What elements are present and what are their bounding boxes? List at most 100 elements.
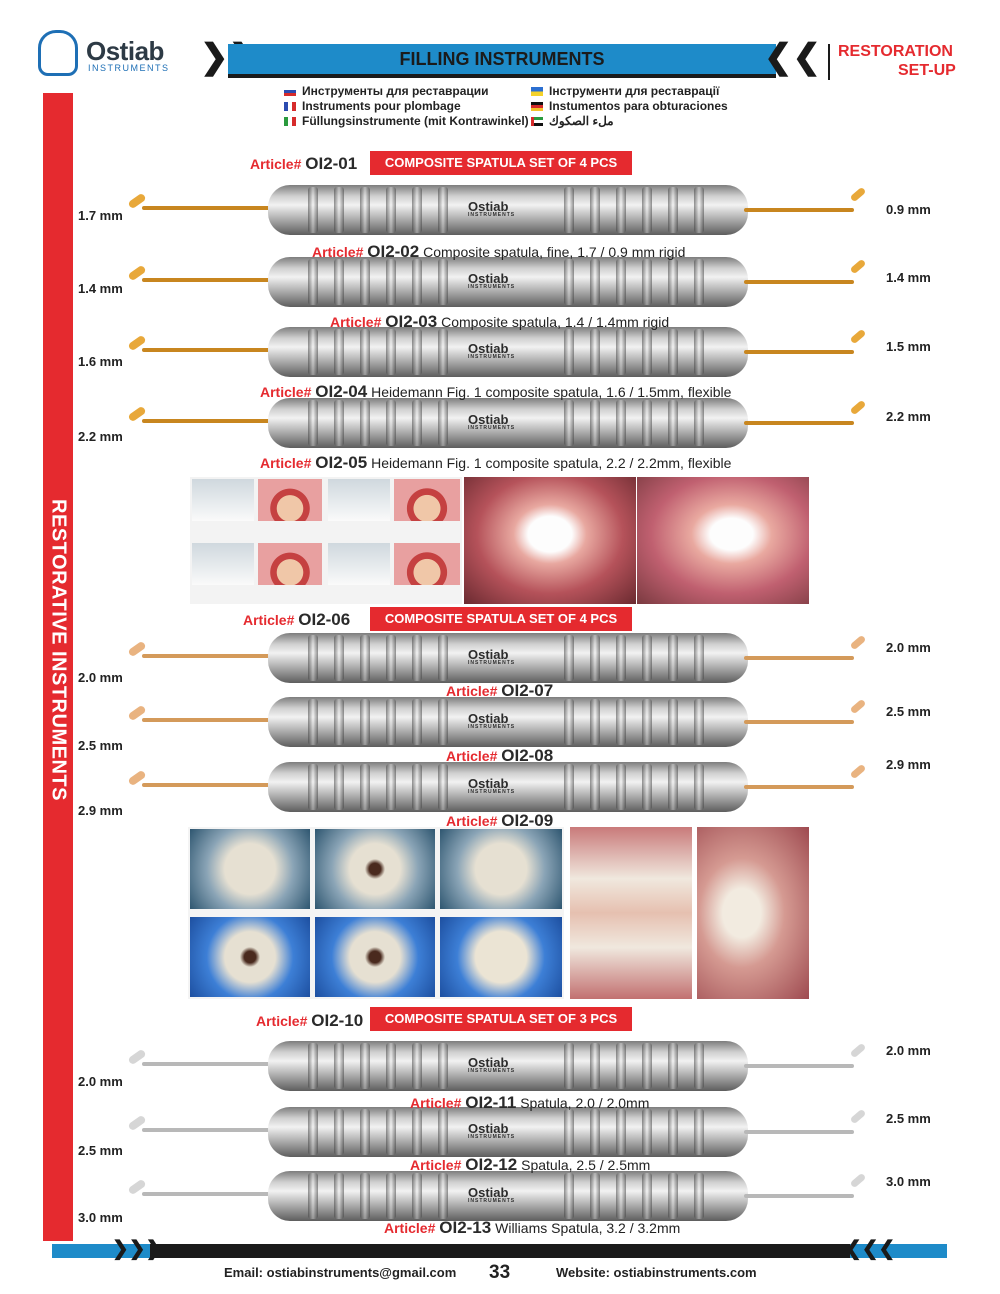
article-label: Article# xyxy=(410,1157,462,1173)
right-tip-size: 2.9 mm xyxy=(886,757,931,772)
article-desc: Composite spatula, fine, 1.7 / 0.9 mm ri… xyxy=(423,244,686,260)
tooth-section-image xyxy=(258,543,322,585)
handle-grip-ring xyxy=(668,187,678,233)
instrument-right-shaft xyxy=(744,1194,854,1198)
article-desc: Heidemann Fig. 1 composite spatula, 2.2 … xyxy=(371,455,732,471)
handle-grip-ring xyxy=(590,1043,600,1089)
left-tip-size: 2.2 mm xyxy=(78,429,123,444)
article-line: Article# OI2-03 Composite spatula, 1.4 /… xyxy=(330,312,669,332)
handle-grip-ring xyxy=(360,699,370,745)
handle-grip-ring xyxy=(438,764,448,810)
handle-grip-ring xyxy=(386,1173,396,1219)
handle-grip-ring xyxy=(308,1109,318,1155)
article-number: OI2-05 xyxy=(315,453,368,472)
right-tip-size: 3.0 mm xyxy=(886,1174,931,1189)
handle-grip-ring xyxy=(642,1173,652,1219)
page-title: FILLING INSTRUMENTS xyxy=(399,49,605,69)
handle-grip-ring xyxy=(360,1043,370,1089)
tooth-photo xyxy=(190,917,310,997)
handle-grip-ring xyxy=(438,400,448,446)
handle-grip-ring xyxy=(668,699,678,745)
left-tip-size: 1.4 mm xyxy=(78,281,123,296)
instrument-right-shaft xyxy=(744,1064,854,1068)
tooth-photo xyxy=(440,829,562,909)
handle-grip-ring xyxy=(412,329,422,375)
article-number: OI2-04 xyxy=(315,382,368,401)
handle-brand-subtitle: INSTRUMENTS xyxy=(468,1134,516,1140)
instrument-left-shaft xyxy=(142,1062,272,1066)
article-desc: Heidemann Fig. 1 composite spatula, 1.6 … xyxy=(371,384,732,400)
instrument-right-tip xyxy=(849,258,867,275)
handle-grip-ring xyxy=(334,329,344,375)
handle-grip-ring xyxy=(590,699,600,745)
left-tip-size: 2.5 mm xyxy=(78,738,123,753)
footer-email[interactable]: Email: ostiabinstruments@gmail.com xyxy=(224,1265,457,1280)
handle-brand-text: Ostiab xyxy=(468,341,509,356)
handle-grip-ring xyxy=(386,329,396,375)
handle-grip-ring xyxy=(668,1109,678,1155)
handle-grip-ring xyxy=(642,329,652,375)
handle-grip-ring xyxy=(642,400,652,446)
handle-grip-ring xyxy=(616,764,626,810)
article-label: Article# xyxy=(256,1013,308,1029)
left-tip-size: 2.5 mm xyxy=(78,1143,123,1158)
article-desc: Spatula, 2.0 / 2.0mm xyxy=(520,1095,650,1111)
handle-grip-ring xyxy=(308,187,318,233)
side-banner-text: RESTORATIVE INSTRUMENTS xyxy=(47,499,70,801)
handle-grip-ring xyxy=(386,400,396,446)
right-tip-size: 2.0 mm xyxy=(886,640,931,655)
handle-grip-ring xyxy=(308,764,318,810)
handle-grip-ring xyxy=(668,1043,678,1089)
article-line: Article# OI2-08 xyxy=(446,746,553,766)
article-number: OI2-11 xyxy=(465,1093,517,1112)
handle-grip-ring xyxy=(360,764,370,810)
lang-de: Instumentos para obturaciones xyxy=(531,99,728,113)
handle-grip-ring xyxy=(642,1109,652,1155)
handle-grip-ring xyxy=(590,187,600,233)
instrument-left-shaft xyxy=(142,278,272,282)
article-label: Article# xyxy=(384,1220,436,1236)
article-desc: Spatula, 2.5 / 2.5mm xyxy=(521,1157,651,1173)
flag-ua-icon xyxy=(531,87,543,97)
handle-grip-ring xyxy=(694,187,704,233)
handle-grip-ring xyxy=(438,1173,448,1219)
handle-grip-ring xyxy=(334,635,344,681)
instrument-right-shaft xyxy=(744,1130,854,1134)
article-number: OI2-02 xyxy=(367,242,420,261)
article-label: Article# xyxy=(330,314,382,330)
handle-brand-text: Ostiab xyxy=(468,1055,509,1070)
tooth-diagram-image xyxy=(328,543,390,585)
handle-brand-subtitle: INSTRUMENTS xyxy=(468,212,516,218)
handle-brand-text: Ostiab xyxy=(468,776,509,791)
right-tip-size: 1.5 mm xyxy=(886,339,931,354)
set-banner: COMPOSITE SPATULA SET OF 4 PCS xyxy=(370,607,632,631)
lang-text: Інструменти для реставрації xyxy=(549,84,720,98)
handle-grip-ring xyxy=(438,259,448,305)
instrument-right-tip xyxy=(849,763,867,780)
handle-grip-ring xyxy=(360,187,370,233)
handle-grip-ring xyxy=(616,1109,626,1155)
tooth-photo xyxy=(440,917,562,997)
handle-grip-ring xyxy=(360,329,370,375)
handle-grip-ring xyxy=(438,187,448,233)
handle-brand-text: Ostiab xyxy=(468,412,509,427)
footer-bar-dark xyxy=(150,1244,850,1258)
lang-text: Instruments pour plombage xyxy=(302,99,461,113)
brand-name: Ostiab xyxy=(86,36,164,66)
left-tip-size: 1.6 mm xyxy=(78,354,123,369)
handle-grip-ring xyxy=(694,699,704,745)
handle-grip-ring xyxy=(616,1043,626,1089)
article-label: Article# xyxy=(446,813,498,829)
instrument-left-shaft xyxy=(142,1128,272,1132)
footer-website[interactable]: Website: ostiabinstruments.com xyxy=(556,1265,757,1280)
article-number: OI2-12 xyxy=(465,1155,518,1174)
article-line: Article# OI2-09 xyxy=(446,811,553,831)
handle-grip-ring xyxy=(334,187,344,233)
